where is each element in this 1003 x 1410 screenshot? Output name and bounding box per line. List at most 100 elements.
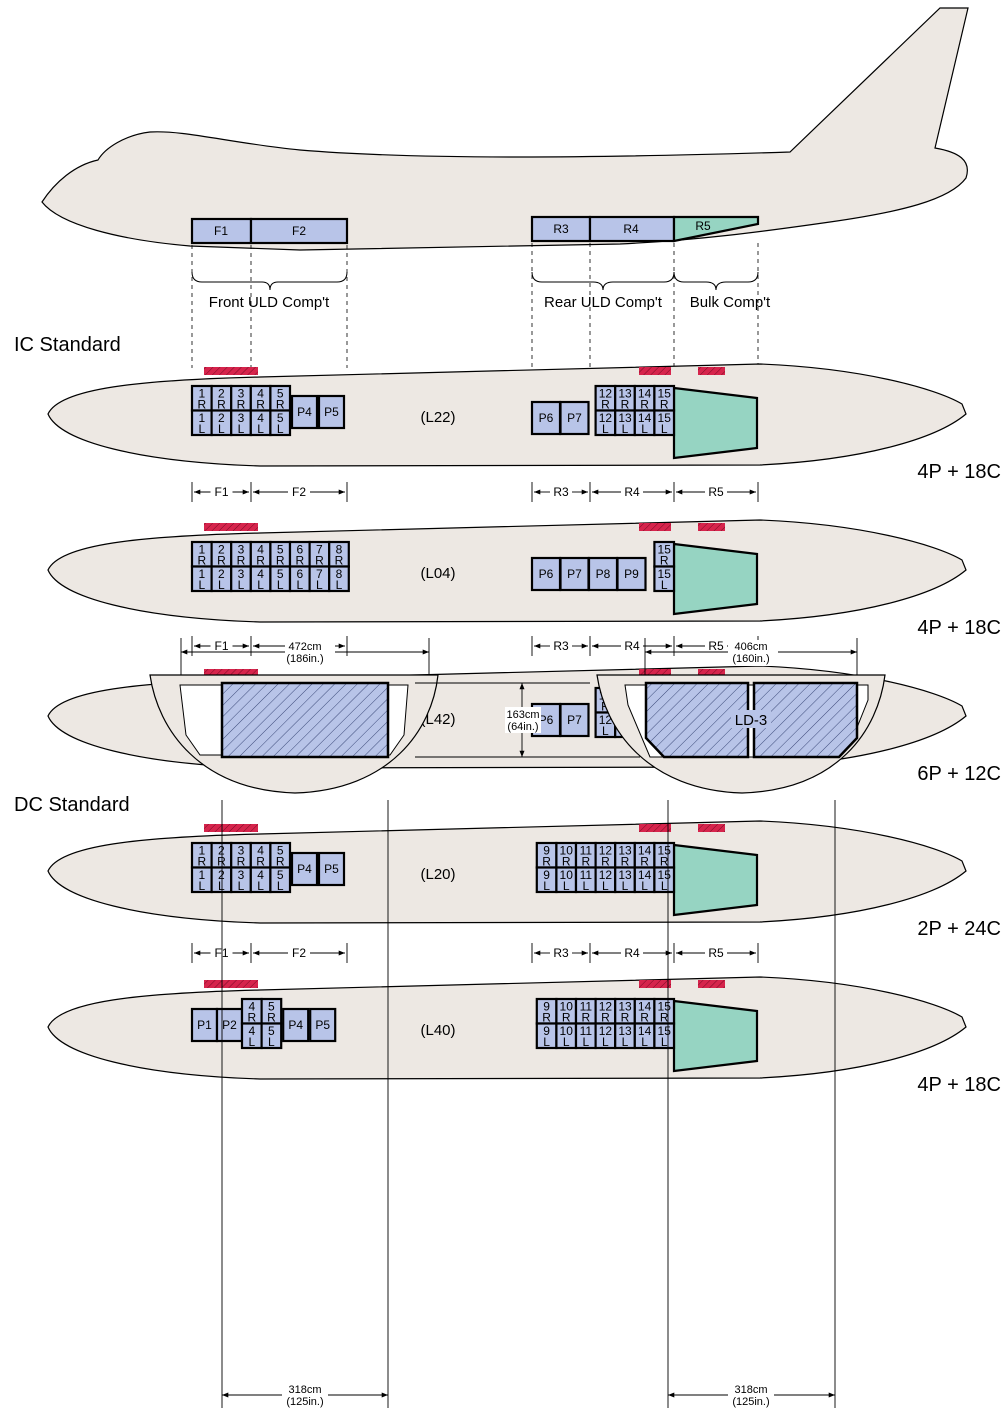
rear-door xyxy=(639,980,671,988)
fuselage-outline xyxy=(47,976,967,1080)
fuselage-outline xyxy=(47,363,967,467)
dim-main-width: 472cm xyxy=(288,641,321,653)
pallet-label: P7 xyxy=(567,411,582,425)
container-15l xyxy=(653,1022,676,1050)
container-5l xyxy=(269,409,292,437)
bulk-door xyxy=(698,367,725,375)
dim-main-width-in: (186in.) xyxy=(286,653,323,665)
rear-door xyxy=(639,669,671,677)
pallet-p5 xyxy=(317,394,346,430)
dim-lower-width: 406cm xyxy=(734,641,767,653)
ld3-label: LD-3 xyxy=(735,712,768,729)
bulk-door xyxy=(698,980,725,988)
pallet-p5 xyxy=(309,1007,337,1043)
hold-r5 xyxy=(672,215,760,243)
fuselage-outline xyxy=(47,820,967,924)
bulk-compartment xyxy=(672,542,759,616)
ld3-container-right xyxy=(752,681,859,759)
pallet-label: P7 xyxy=(567,567,582,581)
pallet-p7 xyxy=(559,400,590,436)
container-15l xyxy=(653,409,676,437)
hold-f2 xyxy=(249,217,349,245)
pallet-p8 xyxy=(587,556,619,592)
container-5l xyxy=(269,866,292,894)
bulk-compartment xyxy=(672,386,759,460)
pallet-label: P9 xyxy=(624,567,639,581)
bulk-door xyxy=(698,669,725,677)
config-code: (L22) xyxy=(420,409,455,426)
forward-door xyxy=(204,980,258,988)
pallet-label: P4 xyxy=(297,862,312,876)
rear-uld-label: Rear ULD Comp't xyxy=(544,294,663,311)
forward-door xyxy=(204,367,258,375)
pallet-label: P2 xyxy=(222,1018,237,1032)
section-label-r5: R5 xyxy=(708,946,724,960)
container-15l xyxy=(653,866,676,894)
dim-lower-width-in: (160in.) xyxy=(732,653,769,665)
pallet-label: P7 xyxy=(567,713,582,727)
config-code: (L42) xyxy=(420,711,455,728)
pallet-p4 xyxy=(282,1007,310,1043)
pallet-p1 xyxy=(190,1007,219,1043)
front-uld-label: Front ULD Comp't xyxy=(209,294,330,311)
section-label-r4: R4 xyxy=(624,639,640,653)
dim-floor-left: 318cm xyxy=(288,1384,321,1396)
forward-door xyxy=(204,523,258,531)
compartment-braces xyxy=(191,271,759,291)
dim-floor-left-in: (125in.) xyxy=(286,1396,323,1408)
dim-floor-right-in: (125in.) xyxy=(732,1396,769,1408)
pallet-label: P6 xyxy=(539,567,554,581)
section-label-f2: F2 xyxy=(292,946,306,960)
hold-r3 xyxy=(530,215,592,243)
section-label-f1: F1 xyxy=(214,639,228,653)
section-label-r3: R3 xyxy=(553,485,569,499)
pallet-label: P5 xyxy=(324,405,339,419)
config-capacity: 4P + 18C xyxy=(917,617,1001,639)
config-capacity: 6P + 12C xyxy=(917,763,1001,785)
config-capacity: 2P + 24C xyxy=(917,918,1001,940)
label-f2: F2 xyxy=(292,224,306,238)
pallet-label: P1 xyxy=(197,1018,212,1032)
aircraft-side-view: F1 F2 R3 R4 R5 Front ULD Comp't Rear ULD… xyxy=(41,7,969,368)
pallet-p4 xyxy=(290,851,319,887)
config-capacity: 4P + 18C xyxy=(917,1074,1001,1096)
section-label-r5: R5 xyxy=(708,485,724,499)
section-label-r4: R4 xyxy=(624,485,640,499)
section-label-r3: R3 xyxy=(553,639,569,653)
